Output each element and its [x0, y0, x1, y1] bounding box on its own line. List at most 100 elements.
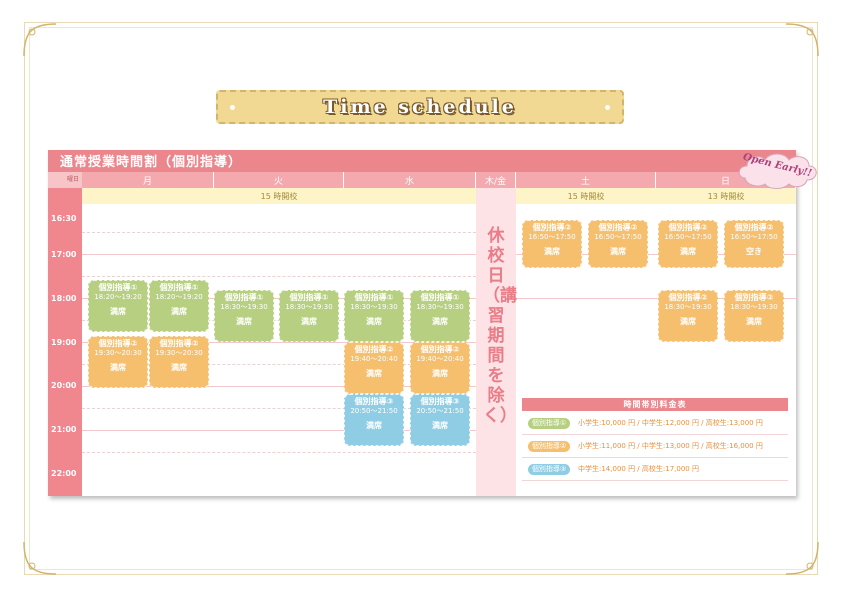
card-hours: 16:50～17:50	[730, 233, 778, 241]
time-label: 17:00	[51, 250, 77, 259]
title-plate: Time schedule	[216, 90, 624, 124]
card-title: 個別指導①	[224, 293, 264, 302]
grid-line	[82, 452, 476, 453]
card-status: 満席	[366, 421, 382, 430]
open-time-sun: 13 時開校	[656, 188, 796, 204]
fee-row: 個別指導③ 中学生:14,000 円 / 高校生:17,000 円	[522, 458, 788, 481]
card-status: 満席	[171, 363, 187, 372]
time-label: 16:30	[51, 214, 77, 223]
card-title: 個別指導②	[668, 223, 708, 232]
card-hours: 19:30～20:30	[155, 349, 203, 357]
corner-ornament-bottom-right-icon	[785, 541, 819, 575]
grid-line	[82, 276, 476, 277]
card-hours: 18:30～19:30	[285, 303, 333, 311]
day-header-thu-fri: 木/金	[476, 172, 516, 188]
title-dot-right	[605, 105, 610, 110]
card-title: 個別指導①	[159, 283, 199, 292]
open-time-sat: 15 時開校	[516, 188, 656, 204]
card-title: 個別指導②	[420, 345, 460, 354]
card-hours: 18:30～19:30	[416, 303, 464, 311]
day-header-tue: 火	[214, 172, 344, 188]
fee-row: 個別指導② 小学生:11,000 円 / 中学生:13,000 円 / 高校生:…	[522, 435, 788, 458]
grid-line	[82, 408, 476, 409]
fee-row-price: 小学生:11,000 円 / 中学生:13,000 円 / 高校生:16,000…	[578, 442, 763, 450]
card-status: 満席	[236, 317, 252, 326]
board-header: 通常授業時間割（個別指導）	[48, 150, 796, 172]
card-title: 個別指導②	[734, 223, 774, 232]
card-title: 個別指導②	[98, 339, 138, 348]
card-status: 満席	[746, 317, 762, 326]
fee-row-label: 個別指導③	[528, 464, 570, 475]
card-title: 個別指導①	[289, 293, 329, 302]
card-status: 空き	[746, 247, 762, 256]
card-hours: 18:30～19:30	[664, 303, 712, 311]
card-status: 満席	[301, 317, 317, 326]
corner-ornament-bottom-left-icon	[23, 541, 57, 575]
grid-line	[82, 342, 476, 343]
card-status: 満席	[544, 247, 560, 256]
time-label: 21:00	[51, 425, 77, 434]
corner-ornament-top-left-icon	[23, 23, 57, 57]
grid-line	[82, 430, 476, 431]
card-hours: 19:30～20:30	[94, 349, 142, 357]
card-hours: 20:50～21:50	[416, 407, 464, 415]
time-label: 19:00	[51, 338, 77, 347]
corner-label-day: 曜日	[66, 176, 79, 183]
holiday-label: 休校日（講習期間を除く）	[483, 226, 517, 426]
fee-table-title: 時間帯別料金表	[522, 398, 788, 411]
card-title: 個別指導③	[420, 397, 460, 406]
day-header-mon: 月	[82, 172, 214, 188]
time-label: 18:00	[51, 294, 77, 303]
card-status: 満席	[432, 317, 448, 326]
card-title: 個別指導②	[598, 223, 638, 232]
grid-line	[82, 232, 476, 233]
grid-line	[82, 254, 796, 255]
fee-row-label: 個別指導②	[528, 441, 570, 452]
board-title: 通常授業時間割（個別指導）	[60, 155, 243, 170]
time-label: 20:00	[51, 381, 77, 390]
card-hours: 18:30～19:30	[350, 303, 398, 311]
day-header-sat: 土	[516, 172, 656, 188]
card-hours: 19:40～20:40	[416, 355, 464, 363]
card-status: 満席	[110, 307, 126, 316]
fee-row-price: 小学生:10,000 円 / 中学生:12,000 円 / 高校生:13,000…	[578, 419, 763, 427]
page-title: Time schedule	[323, 96, 517, 118]
open-time-weekday: 15 時開校	[82, 188, 476, 204]
corner-ornament-top-right-icon	[785, 23, 819, 57]
page-frame	[24, 22, 818, 575]
card-hours: 20:50～21:50	[350, 407, 398, 415]
card-title: 個別指導③	[354, 397, 394, 406]
holiday-column	[476, 188, 516, 496]
card-title: 個別指導①	[354, 293, 394, 302]
card-status: 満席	[366, 317, 382, 326]
schedule-board: 通常授業時間割（個別指導） 曜日 時間 月 火 水 木/金 土 日 15 時開校…	[48, 150, 796, 496]
card-hours: 16:50～17:50	[664, 233, 712, 241]
fee-row-label: 個別指導①	[528, 418, 570, 429]
card-title: 個別指導②	[532, 223, 572, 232]
fee-table: 時間帯別料金表 個別指導① 小学生:10,000 円 / 中学生:12,000 …	[522, 398, 788, 486]
card-status: 満席	[680, 247, 696, 256]
card-hours: 19:40～20:40	[350, 355, 398, 363]
grid-line	[82, 364, 476, 365]
card-status: 満席	[171, 307, 187, 316]
card-status: 満席	[110, 363, 126, 372]
card-title: 個別指導②	[159, 339, 199, 348]
card-hours: 18:30～19:30	[220, 303, 268, 311]
card-status: 満席	[366, 369, 382, 378]
card-title: 個別指導②	[668, 293, 708, 302]
